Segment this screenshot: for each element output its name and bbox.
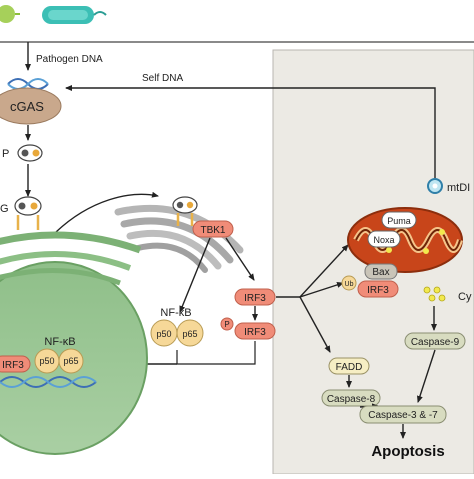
irf3-node	[234, 288, 276, 306]
irf3-p-label: IRF3	[244, 327, 266, 338]
self-dna-label: Self DNA	[142, 73, 183, 84]
caspase37-label: Caspase-3 & -7	[368, 410, 438, 421]
puma-label: Puma	[387, 216, 411, 226]
fadd-label: FADD	[336, 362, 363, 373]
cgas-node	[0, 87, 62, 125]
bacterium-icon	[42, 6, 107, 24]
virus-icon	[0, 5, 20, 23]
p65-nuclear-node	[58, 348, 84, 374]
mtdna-label: mtDI	[447, 182, 470, 194]
caspase37-node	[359, 405, 447, 424]
ub-label: Ub	[345, 281, 354, 288]
irf3-nuclear-node	[0, 355, 31, 373]
translocation-arrow	[55, 191, 159, 233]
nfkb-label: NF-κB	[160, 307, 191, 319]
noxa-node	[367, 230, 401, 248]
p65-node	[176, 319, 204, 347]
puma-node	[381, 211, 417, 229]
nfkb-nuclear-label: NF-κB	[44, 336, 75, 348]
irf3-ub-node	[357, 280, 399, 298]
noxa-label: Noxa	[373, 235, 394, 245]
p-label: P	[2, 148, 9, 160]
caspase9-node	[404, 332, 466, 350]
fadd-node	[328, 357, 370, 375]
ub-node	[341, 275, 357, 291]
p50-label: p50	[156, 329, 171, 339]
apoptosis-label: Apoptosis	[371, 443, 444, 460]
cytochrome-c-dots	[423, 286, 446, 302]
caspase8-node	[321, 389, 381, 407]
self-dna-arrow	[65, 85, 436, 178]
irf3-label: IRF3	[244, 293, 266, 304]
nuclear-dna-icon	[0, 376, 97, 388]
bax-label: Bax	[372, 267, 389, 278]
g-label: G	[0, 203, 9, 215]
sting-complex	[172, 196, 198, 226]
p50-nuclear-label: p50	[39, 356, 54, 366]
irf3-p-node	[234, 322, 276, 340]
dna-helix-icon	[7, 78, 49, 90]
p65-nuclear-label: p65	[63, 356, 78, 366]
phospho-label: P	[224, 320, 229, 329]
tbk1-node	[192, 220, 234, 238]
sting-dimer	[14, 196, 42, 230]
pathogen-dna-label: Pathogen DNA	[36, 54, 103, 65]
cgas-label: cGAS	[10, 99, 44, 114]
cyt-label: Cy	[458, 291, 472, 303]
tbk1-label: TBK1	[200, 225, 225, 236]
cgamp-molecule	[17, 144, 43, 162]
p65-label: p65	[182, 329, 197, 339]
irf3-ub-label: IRF3	[367, 285, 389, 296]
bax-node	[364, 263, 398, 280]
er-stack-icon	[114, 204, 244, 273]
irf3-nuclear-label: IRF3	[2, 360, 24, 371]
caspase8-label: Caspase-8	[327, 394, 376, 405]
phospho-node	[220, 317, 234, 331]
caspase9-label: Caspase-9	[411, 337, 460, 348]
